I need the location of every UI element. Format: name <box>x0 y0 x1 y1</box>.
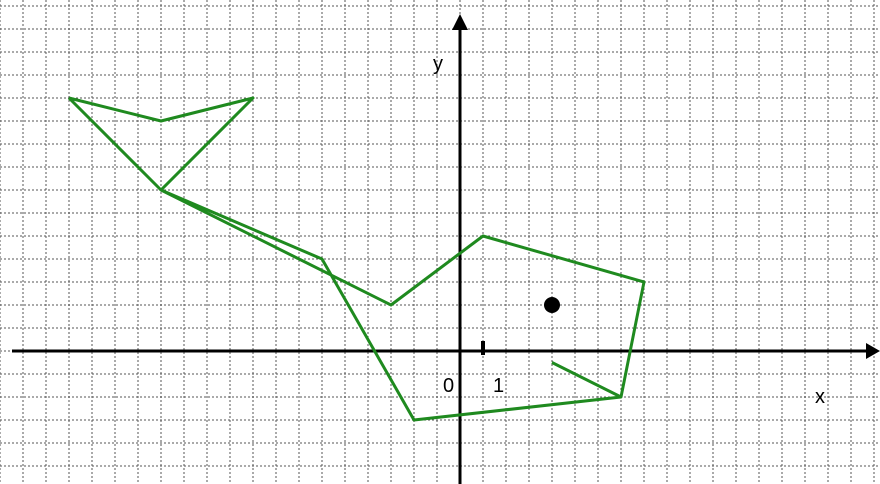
origin-label: 0 <box>443 375 454 397</box>
figure-mouth <box>551 361 622 399</box>
figure-eye <box>544 297 560 313</box>
y-axis-label: y <box>433 53 443 75</box>
unit-label: 1 <box>493 375 504 397</box>
x-axis-label: x <box>815 386 825 408</box>
axes <box>12 14 880 484</box>
figure-outline <box>67 96 646 422</box>
y-axis-arrow-icon <box>452 14 468 30</box>
x-axis-arrow-icon <box>866 343 880 359</box>
